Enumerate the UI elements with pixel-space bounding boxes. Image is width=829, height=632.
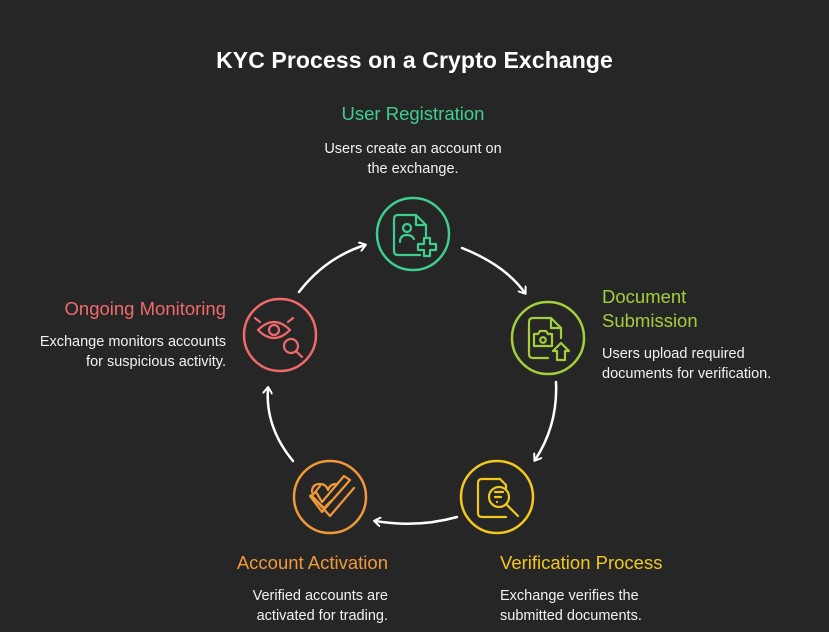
description-line: Exchange monitors accounts: [39, 334, 226, 350]
user-registration-description: Users create an account on the exchange.: [263, 139, 563, 179]
document-add-user-icon: [392, 213, 438, 258]
description-line: the exchange.: [367, 161, 459, 177]
document-submission-title: Document Submission: [602, 285, 822, 333]
document-camera-upload-icon: [527, 316, 571, 362]
arrow-registration-to-submission: [460, 246, 525, 293]
verification-process-description: Exchange verifies the submitted document…: [500, 586, 800, 626]
diagram-title: KYC Process on a Crypto Exchange: [216, 47, 613, 73]
title-line: Submission: [602, 310, 698, 331]
description-line: submitted documents.: [500, 608, 642, 624]
check-badge-icon: [308, 474, 356, 518]
description-line: documents for verification.: [602, 366, 772, 382]
account-activation-title: Account Activation: [236, 552, 388, 573]
document-search-icon: [476, 477, 520, 519]
ongoing-monitoring-node: [242, 297, 318, 373]
description-line: for suspicious activity.: [86, 354, 226, 370]
description-line: Users create an account on: [324, 141, 502, 157]
document-submission-description: Users upload required documents for veri…: [602, 344, 827, 384]
document-submission-node: [510, 300, 586, 376]
verification-process-title: Verification Process: [500, 552, 663, 573]
user-registration-title: User Registration: [341, 103, 485, 124]
arrow-verification-to-activation: [375, 515, 459, 524]
description-line: Verified accounts are: [252, 588, 388, 604]
ongoing-monitoring-description: Exchange monitors accounts for suspiciou…: [0, 332, 226, 372]
arrow-submission-to-verification: [535, 380, 558, 460]
title-line: Document: [602, 286, 687, 307]
arrow-monitoring-to-registration: [297, 245, 365, 294]
description-line: Users upload required: [602, 346, 745, 362]
arrow-activation-to-monitoring: [268, 388, 295, 463]
account-activation-node: [292, 459, 368, 535]
account-activation-description: Verified accounts are activated for trad…: [88, 586, 388, 626]
eye-search-icon: [253, 316, 304, 359]
user-registration-node: [375, 196, 451, 272]
description-line: activated for trading.: [256, 608, 388, 624]
verification-process-node: [459, 459, 535, 535]
ongoing-monitoring-title: Ongoing Monitoring: [64, 298, 226, 319]
description-line: Exchange verifies the: [500, 588, 639, 604]
